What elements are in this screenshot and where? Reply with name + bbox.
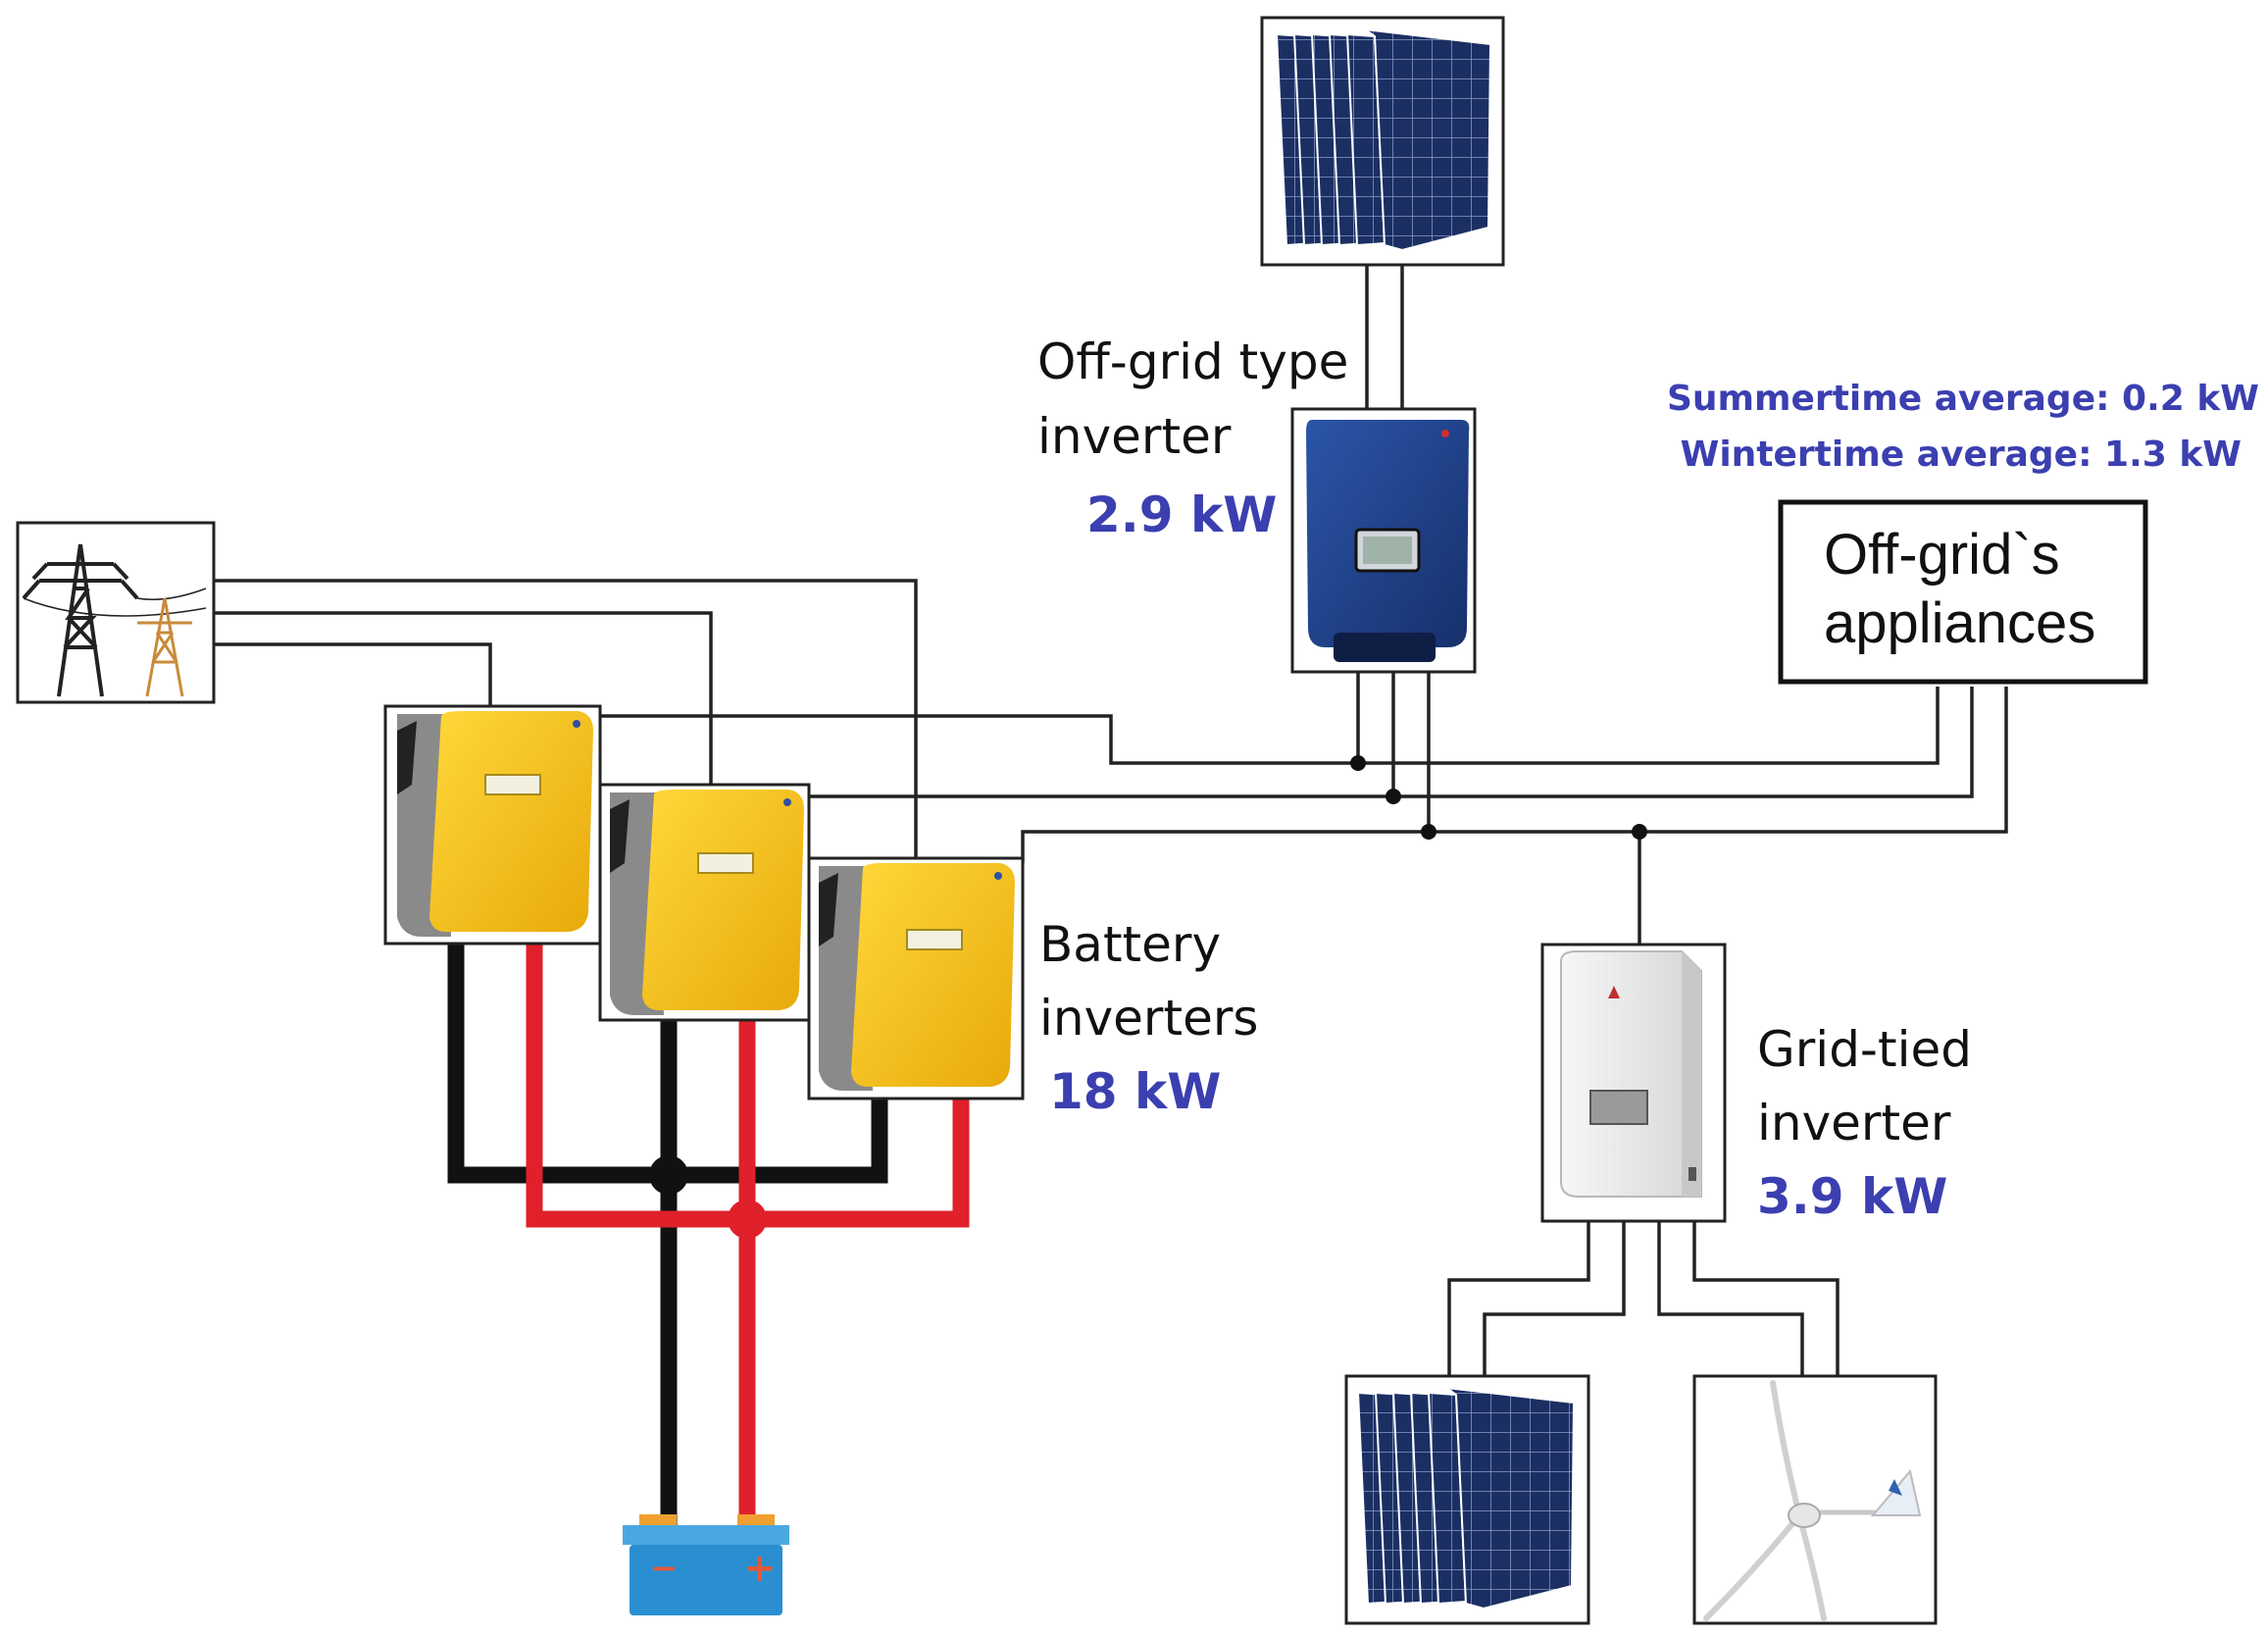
summer-average: Summertime average: 0.2 kW — [1667, 379, 2259, 419]
transmission-tower-icon — [16, 521, 216, 704]
inverter-icon — [610, 790, 804, 1015]
junction-dot — [1632, 824, 1647, 840]
offgrid-power: 2.9 kW — [1086, 486, 1277, 543]
battery-plus: + — [743, 1546, 777, 1591]
appliances-line2: appliances — [1824, 591, 2095, 655]
inverter-icon — [819, 863, 1015, 1091]
battery-inverter-1 — [383, 704, 602, 946]
battery-inverter-2 — [598, 783, 811, 1022]
offgrid-label-line2: inverter — [1037, 408, 1232, 465]
appliances-line1: Off-grid`s — [1824, 523, 2060, 587]
offgrid-inverter — [1290, 407, 1477, 674]
svg-text:inverter: inverter — [1037, 408, 1232, 465]
junction-dots — [1350, 755, 1647, 840]
svg-text:Off-grid`s: Off-grid`s — [1824, 523, 2060, 587]
svg-text:appliances: appliances — [1824, 591, 2095, 655]
svg-text:Summertime average: 0.2 kW: Summertime average: 0.2 kW — [1667, 379, 2259, 419]
junction-dot — [1421, 824, 1436, 840]
ac-wiring — [214, 265, 2008, 1376]
svg-text:inverter: inverter — [1757, 1095, 1951, 1151]
battery-icon: − + — [623, 1514, 789, 1615]
battery-inverters-line1: Battery — [1039, 916, 1221, 973]
solar-panel-icon — [1344, 1374, 1590, 1625]
svg-text:18 kW: 18 kW — [1049, 1063, 1221, 1120]
gridtied-label-line1: Grid-tied — [1757, 1021, 1972, 1078]
svg-text:3.9 kW: 3.9 kW — [1757, 1168, 1947, 1225]
battery-minus: − — [650, 1549, 679, 1588]
inverter-icon — [397, 711, 593, 937]
battery-inverters-line2: inverters — [1039, 990, 1258, 1047]
solar-panel-icon — [1260, 16, 1505, 267]
svg-text:Battery: Battery — [1039, 916, 1221, 973]
negative-junction — [649, 1155, 688, 1195]
winter-average: Wintertime average: 1.3 kW — [1681, 435, 2242, 475]
appliances-box: Off-grid`s appliances — [1778, 499, 2148, 685]
battery-inverters-power: 18 kW — [1049, 1063, 1221, 1120]
positive-junction — [728, 1200, 767, 1239]
gridtied-power: 3.9 kW — [1757, 1168, 1947, 1225]
svg-text:Off-grid type: Off-grid type — [1037, 333, 1348, 390]
inverter-icon — [1560, 950, 1702, 1198]
svg-text:inverters: inverters — [1039, 990, 1258, 1047]
offgrid-label-line1: Off-grid type — [1037, 333, 1348, 390]
gridtied-inverter — [1540, 943, 1727, 1223]
svg-text:Grid-tied: Grid-tied — [1757, 1021, 1972, 1078]
wind-turbine-icon — [1692, 1374, 1938, 1625]
dc-cabling — [447, 944, 970, 1525]
svg-text:Wintertime average: 1.3 kW: Wintertime average: 1.3 kW — [1681, 435, 2242, 475]
battery-inverter-3 — [807, 856, 1025, 1100]
gridtied-label-line2: inverter — [1757, 1095, 1951, 1151]
junction-dot — [1386, 789, 1401, 804]
junction-dot — [1350, 755, 1366, 771]
inverter-icon — [1306, 420, 1470, 662]
svg-text:2.9 kW: 2.9 kW — [1086, 486, 1277, 543]
